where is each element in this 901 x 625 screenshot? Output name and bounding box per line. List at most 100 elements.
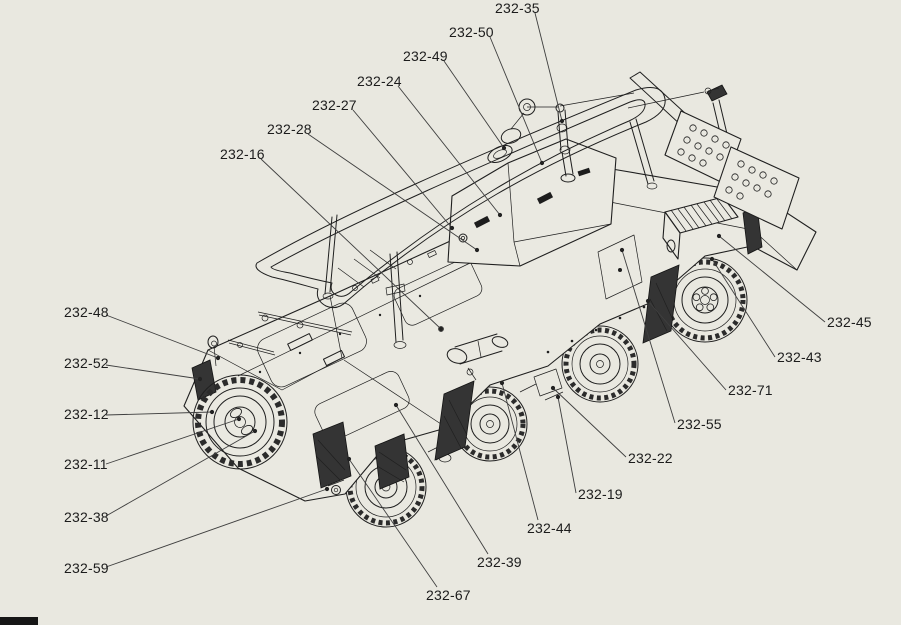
- leader-line: [395, 404, 489, 555]
- callout-label-232-28: 232-28: [267, 121, 312, 137]
- callout-label-232-43: 232-43: [777, 349, 822, 365]
- leader-endpoint-dot: [497, 212, 503, 218]
- leader-endpoint-dot: [555, 394, 561, 400]
- leader-line: [489, 36, 543, 164]
- leader-line: [105, 418, 240, 465]
- callout-232-39: 232-39: [393, 402, 522, 570]
- leader-line: [105, 364, 201, 380]
- leader-endpoint-dot: [215, 355, 221, 361]
- leader-endpoint-dot: [346, 456, 352, 462]
- leader-endpoint-dot: [438, 326, 444, 332]
- callout-label-232-16: 232-16: [220, 146, 265, 162]
- deck-fittings: [352, 250, 444, 332]
- callout-232-24: 232-24: [357, 73, 503, 218]
- callout-232-52: 232-52: [64, 355, 203, 382]
- callout-label-232-67: 232-67: [426, 587, 471, 603]
- callout-232-27: 232-27: [312, 97, 455, 231]
- leader-line: [718, 235, 826, 323]
- wheel-rear-2: [662, 257, 748, 343]
- leader-line: [557, 396, 577, 494]
- plate-2-holes: [725, 160, 778, 200]
- callout-label-232-49: 232-49: [403, 48, 448, 64]
- callout-232-45: 232-45: [716, 233, 872, 330]
- callout-232-12: 232-12: [64, 406, 215, 422]
- callout-232-44: 232-44: [499, 380, 572, 536]
- leader-line: [260, 158, 442, 330]
- callout-label-232-27: 232-27: [312, 97, 357, 113]
- leader-endpoint-dot: [474, 247, 480, 253]
- wheel-rear-1: [561, 325, 639, 403]
- callout-label-232-12: 232-12: [64, 406, 109, 422]
- frame-antenna: [255, 87, 666, 349]
- vision-slit: [473, 215, 491, 229]
- leader-endpoint-dot: [550, 385, 556, 391]
- leader-endpoint-dot: [236, 416, 242, 422]
- callout-label-232-19: 232-19: [578, 486, 623, 502]
- headlight-icon: [207, 335, 219, 349]
- callout-232-67: 232-67: [346, 456, 471, 603]
- callout-232-71: 232-71: [645, 298, 773, 398]
- spare-wheel: [192, 374, 288, 470]
- rear-deck: [662, 196, 763, 260]
- callout-label-232-52: 232-52: [64, 355, 109, 371]
- callout-232-59: 232-59: [64, 486, 330, 576]
- leader-endpoint-dot: [709, 256, 715, 262]
- callout-label-232-55: 232-55: [677, 416, 722, 432]
- callout-label-232-35: 232-35: [495, 0, 540, 16]
- leader-line: [105, 430, 256, 517]
- leader-line: [501, 382, 539, 521]
- leader-endpoint-dot: [539, 160, 545, 166]
- leader-line: [647, 300, 727, 391]
- callout-232-16: 232-16: [220, 146, 444, 332]
- leader-line: [443, 60, 505, 149]
- callout-label-232-11: 232-11: [64, 456, 108, 472]
- leader-endpoint-dot: [449, 225, 455, 231]
- leader-endpoint-dot: [559, 118, 565, 124]
- callout-232-19: 232-19: [555, 394, 623, 502]
- leader-line: [105, 411, 213, 416]
- hull-silhouette: [183, 168, 817, 502]
- callout-232-22: 232-22: [550, 385, 673, 466]
- leader-endpoint-dot: [645, 298, 651, 304]
- leader-line: [621, 249, 676, 424]
- leader-endpoint-dot: [499, 380, 505, 386]
- callout-232-48: 232-48: [64, 304, 221, 361]
- callout-label-232-44: 232-44: [527, 520, 572, 536]
- callout-232-38: 232-38: [64, 428, 258, 525]
- leader-line: [711, 258, 776, 358]
- callout-232-55: 232-55: [619, 247, 722, 432]
- callout-232-28: 232-28: [267, 121, 480, 253]
- leader-endpoint-dot: [619, 247, 625, 253]
- part-callouts: 232-35232-50232-49232-24232-27232-28232-…: [64, 0, 872, 603]
- rear-rack: [627, 71, 800, 230]
- tow-shackle: [327, 479, 345, 495]
- side-jack: [446, 333, 509, 381]
- leader-endpoint-dot: [716, 233, 722, 239]
- callout-label-232-45: 232-45: [827, 314, 872, 330]
- leader-line: [352, 109, 453, 229]
- vision-slit: [536, 191, 554, 205]
- leader-line: [534, 12, 563, 122]
- callout-232-49: 232-49: [403, 48, 507, 151]
- callout-label-232-50: 232-50: [449, 24, 494, 40]
- leader-endpoint-dot: [393, 402, 399, 408]
- callout-232-35: 232-35: [495, 0, 565, 124]
- louvre-box: [662, 196, 739, 260]
- turret: [447, 138, 617, 267]
- tool-rods: [227, 311, 353, 356]
- antenna-rod: [627, 87, 720, 109]
- leader-line: [105, 314, 219, 359]
- callout-label-232-22: 232-22: [628, 450, 673, 466]
- insulator-ring: [500, 128, 522, 144]
- frame-struts: [322, 118, 658, 349]
- leader-line: [348, 458, 438, 588]
- leader-endpoint-dot: [324, 486, 330, 492]
- hull: [183, 168, 817, 502]
- side-hatch-door: [597, 234, 643, 300]
- antenna-wires: [510, 92, 635, 130]
- fender-chutes: [434, 264, 680, 461]
- leader-line: [552, 387, 627, 458]
- page-edge-artifact: [0, 617, 38, 625]
- leader-line: [105, 488, 328, 568]
